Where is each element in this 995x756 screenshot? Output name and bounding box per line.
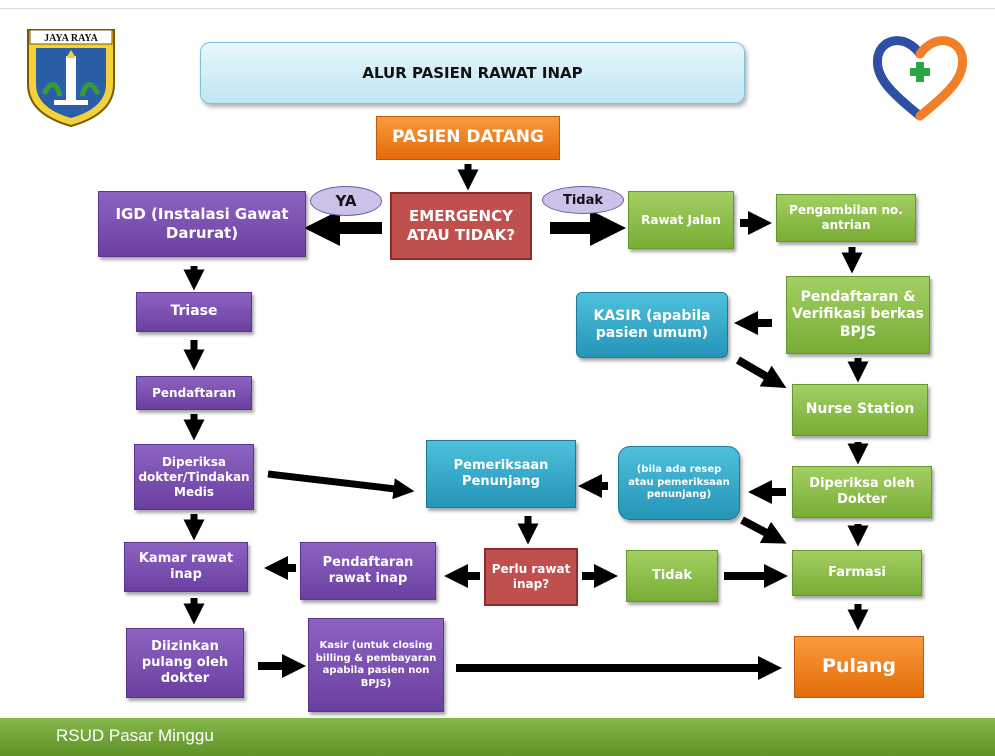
pendaftaran-box: Pendaftaran: [136, 376, 252, 410]
ya-label: YA: [310, 186, 382, 216]
kasir-closing-box: Kasir (untuk closing billing & pembayara…: [308, 618, 444, 712]
pendaftaran-rawat-inap-box: Pendaftaran rawat inap: [300, 542, 436, 600]
nurse-station-box: Nurse Station: [792, 384, 928, 436]
igd-box: IGD (Instalasi Gawat Darurat): [98, 191, 306, 257]
logo-motto-text: JAYA RAYA: [44, 33, 99, 44]
pemeriksaan-penunjang-box: Pemeriksaan Penunjang: [426, 440, 576, 508]
triase-box: Triase: [136, 292, 252, 332]
arrow-kasir-nurse: [735, 356, 787, 389]
emergency-decision-box: EMERGENCY ATAU TIDAK?: [390, 192, 532, 260]
page-title: ALUR PASIEN RAWAT INAP: [200, 42, 745, 104]
diperiksa-oleh-dokter-box: Diperiksa oleh Dokter: [792, 466, 932, 518]
arrow-diperiksa-penunjang: [267, 470, 415, 500]
perlu-rawat-inap-box: Perlu rawat inap?: [484, 548, 578, 606]
kasir-umum-box: KASIR (apabila pasien umum): [576, 292, 728, 358]
bila-ada-resep-box: (bila ada resep atau pemeriksaan penunja…: [618, 446, 740, 520]
hospital-heart-logo: [870, 32, 970, 126]
pengambilan-antrian-box: Pengambilan no. antrian: [776, 194, 916, 242]
kamar-rawat-inap-box: Kamar rawat inap: [124, 542, 248, 592]
farmasi-box: Farmasi: [792, 550, 922, 596]
diperiksa-dokter-box: Diperiksa dokter/Tindakan Medis: [134, 444, 254, 510]
pulang-box: Pulang: [794, 636, 924, 698]
top-divider: [0, 8, 995, 9]
rawat-jalan-box: Rawat Jalan: [628, 191, 734, 249]
pasien-datang-box: PASIEN DATANG: [376, 116, 560, 160]
jaya-raya-logo: JAYA RAYA: [24, 24, 118, 132]
diizinkan-pulang-box: Diizinkan pulang oleh dokter: [126, 628, 244, 698]
pendaftaran-verifikasi-box: Pendaftaran & Verifikasi berkas BPJS: [786, 276, 930, 354]
tidak-label: Tidak: [542, 186, 624, 214]
footer-hospital-name: RSUD Pasar Minggu: [56, 726, 214, 745]
arrow-resep-farmasi: [740, 516, 787, 544]
tidak-box: Tidak: [626, 550, 718, 602]
footer-bar: RSUD Pasar Minggu: [0, 718, 995, 756]
